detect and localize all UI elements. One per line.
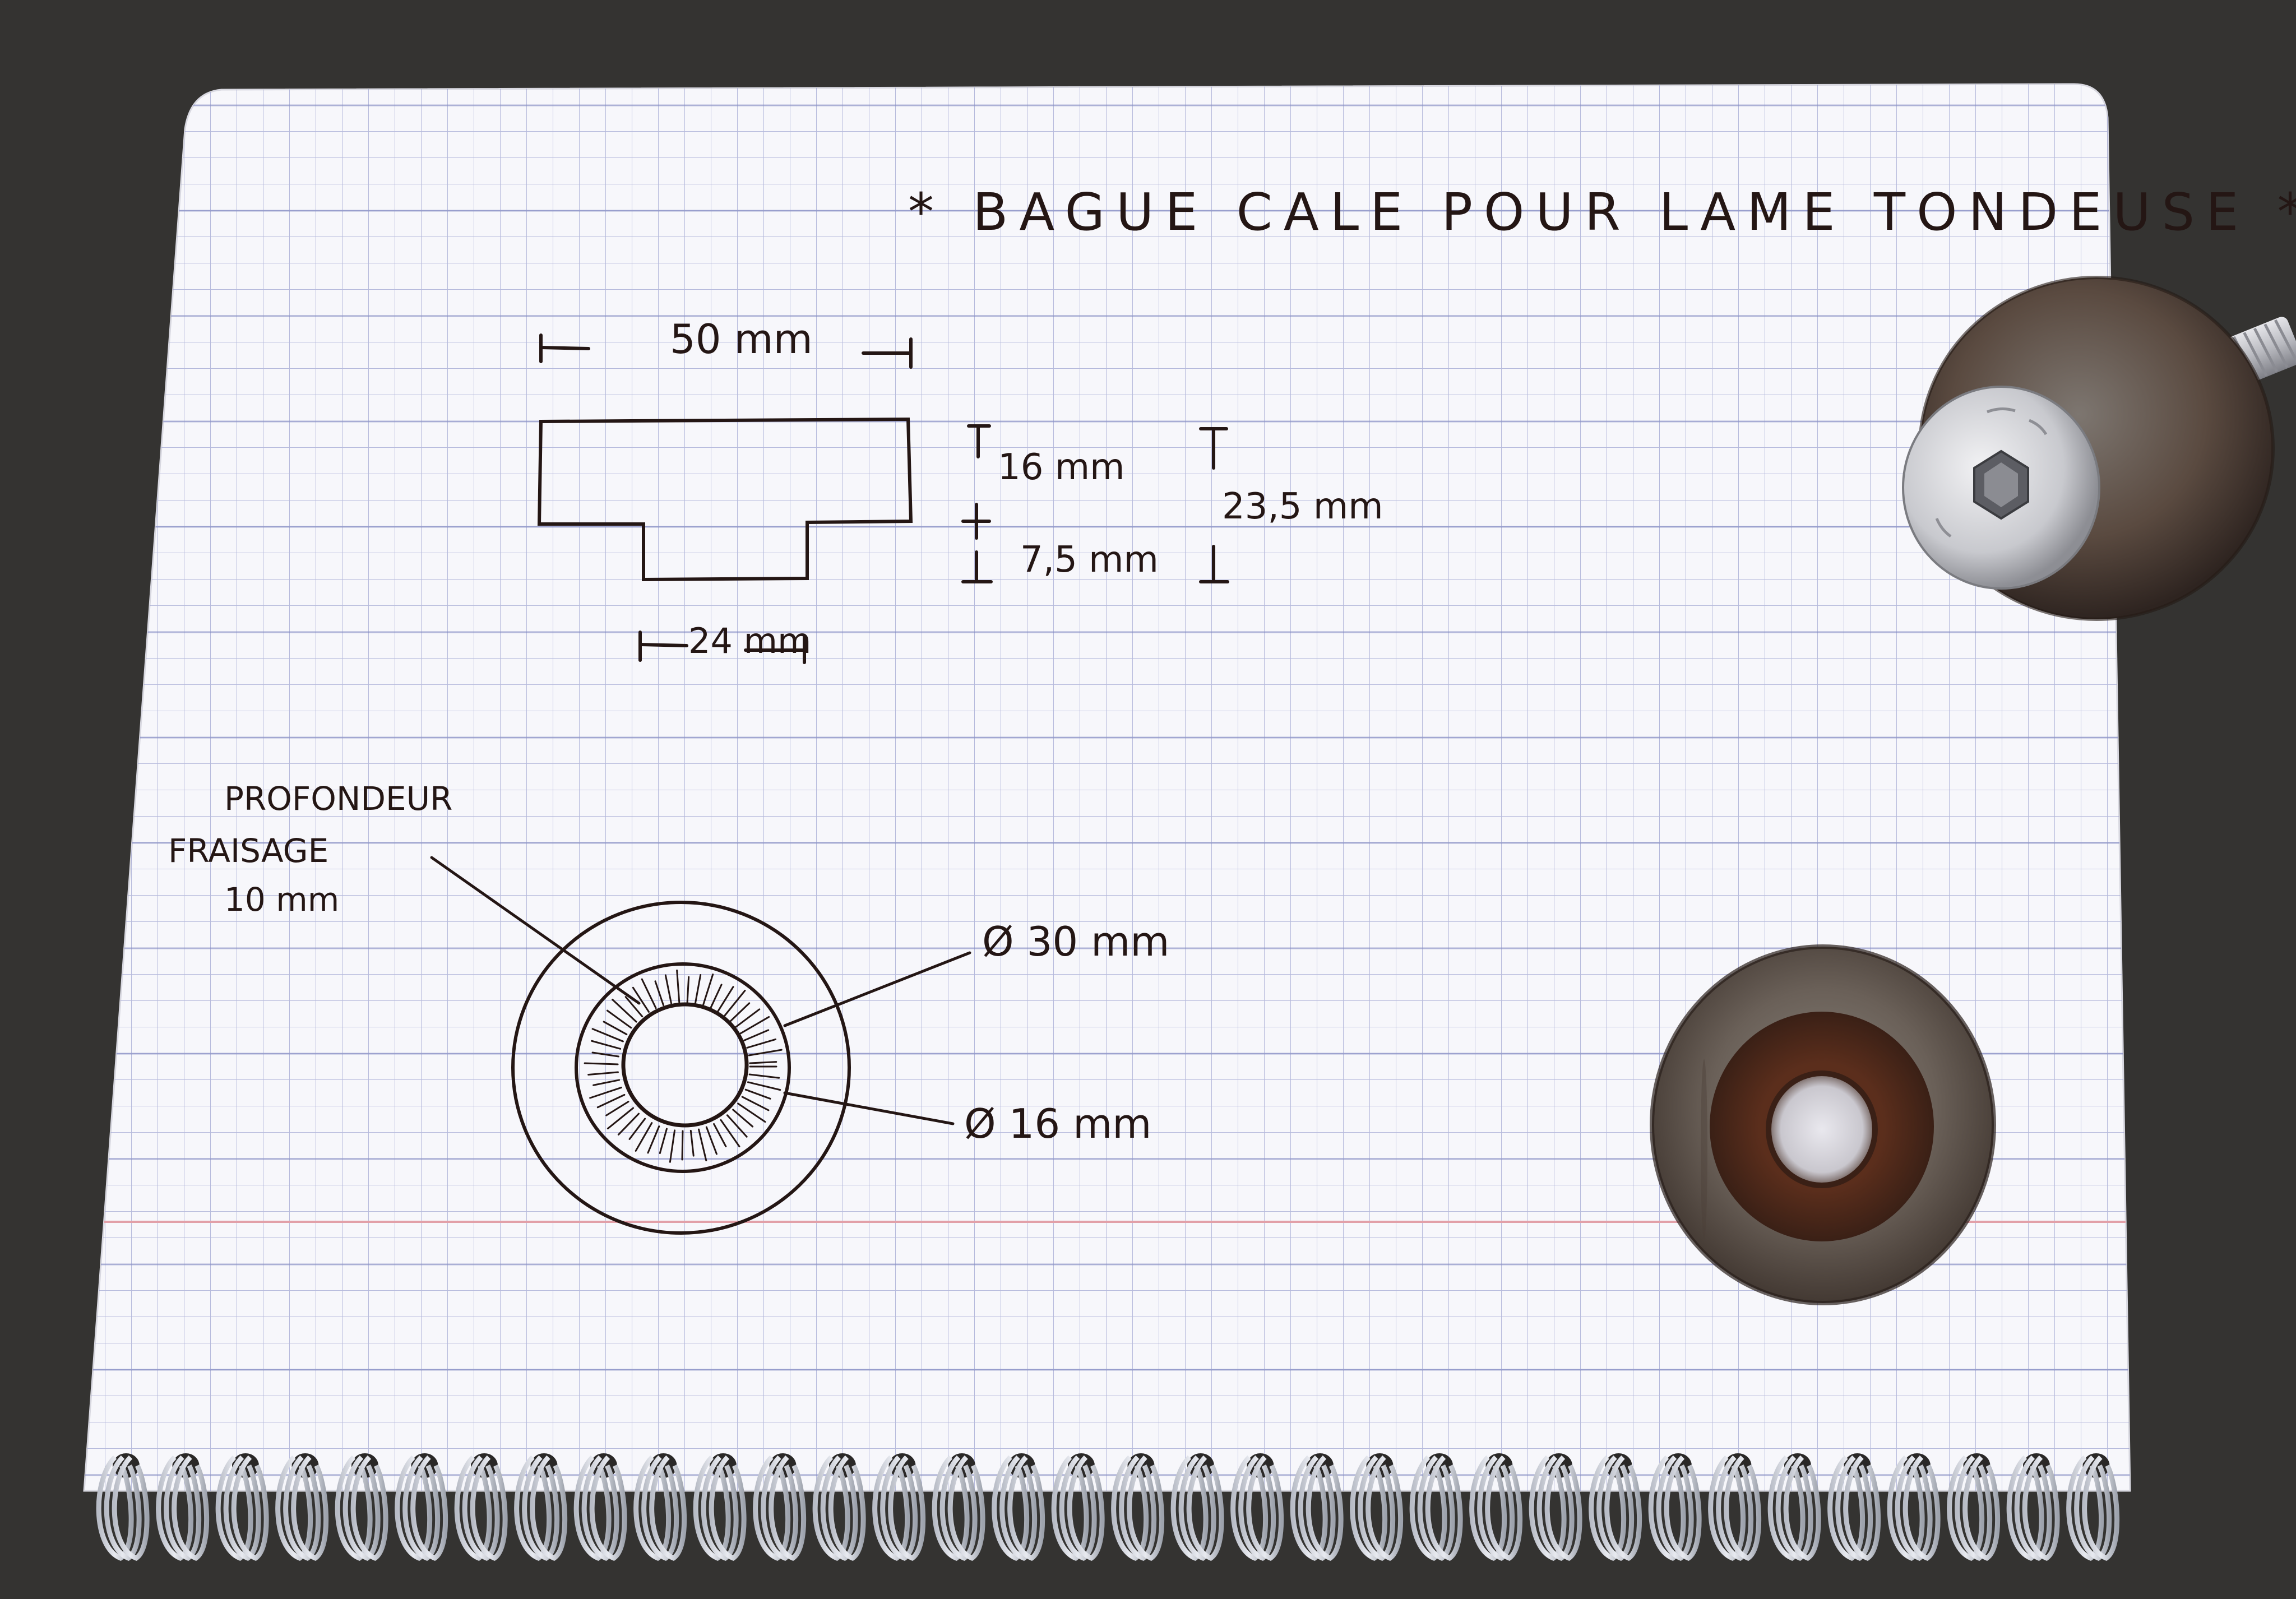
spiral-coil (992, 1453, 1045, 1561)
page-title: * BAGUE CALE POUR LAME TONDEUSE * (908, 182, 2296, 242)
spiral-coil (215, 1453, 269, 1561)
spiral-coil (96, 1453, 150, 1561)
bushing-photo (1650, 944, 1996, 1305)
milling-depth-note-line2: FRAISAGE (168, 832, 328, 870)
spiral-coil (2066, 1453, 2120, 1561)
spiral-binding (96, 1453, 2120, 1561)
spiral-coil (395, 1453, 448, 1561)
spiral-coil (1648, 1453, 1702, 1561)
spiral-coil (1947, 1453, 2001, 1561)
spiral-coil (1708, 1453, 1762, 1561)
inner-diameter-label: Ø 16 mm (964, 1100, 1151, 1147)
spiral-coil (573, 1453, 627, 1561)
spiral-coil (156, 1453, 210, 1561)
spiral-coil (1111, 1453, 1165, 1561)
spiral-coil (753, 1453, 807, 1561)
spiral-coil (1290, 1453, 1344, 1561)
milling-depth-note-line3: 10 mm (224, 880, 339, 919)
spiral-coil (872, 1453, 926, 1561)
spiral-coil (1170, 1453, 1224, 1561)
top-thickness-label: 16 mm (998, 447, 1124, 488)
spiral-coil (1230, 1453, 1284, 1561)
spiral-coil (1529, 1453, 1582, 1561)
spiral-coil (633, 1453, 687, 1561)
width-label: 50 mm (670, 316, 813, 363)
milling-depth-note-line1: PROFONDEUR (224, 780, 452, 818)
spiral-coil (514, 1453, 568, 1561)
spiral-coil (1469, 1453, 1523, 1561)
bushing-with-bolt-photo (1902, 276, 2296, 621)
spiral-coil (693, 1453, 747, 1561)
spiral-coil (1827, 1453, 1881, 1561)
spiral-coil (2006, 1453, 2060, 1561)
side-view-drawing (537, 333, 1229, 664)
spiral-coil (1350, 1453, 1404, 1561)
spiral-coil (1767, 1453, 1821, 1561)
bottom-thickness-label: 7,5 mm (1020, 539, 1159, 581)
total-height-label: 23,5 mm (1222, 486, 1383, 527)
spiral-coil (932, 1453, 985, 1561)
outer-diameter-label: Ø 30 mm (982, 918, 1169, 965)
spiral-coil (454, 1453, 508, 1561)
spiral-coil (1051, 1453, 1105, 1561)
top-view-drawing (430, 856, 971, 1235)
spiral-coil (812, 1453, 866, 1561)
spiral-coil (1887, 1453, 1941, 1561)
spiral-coil (335, 1453, 388, 1561)
spiral-coil (1589, 1453, 1642, 1561)
spiral-coil (275, 1453, 329, 1561)
base-width-label: 24 mm (688, 620, 811, 661)
spiral-coil (1409, 1453, 1463, 1561)
